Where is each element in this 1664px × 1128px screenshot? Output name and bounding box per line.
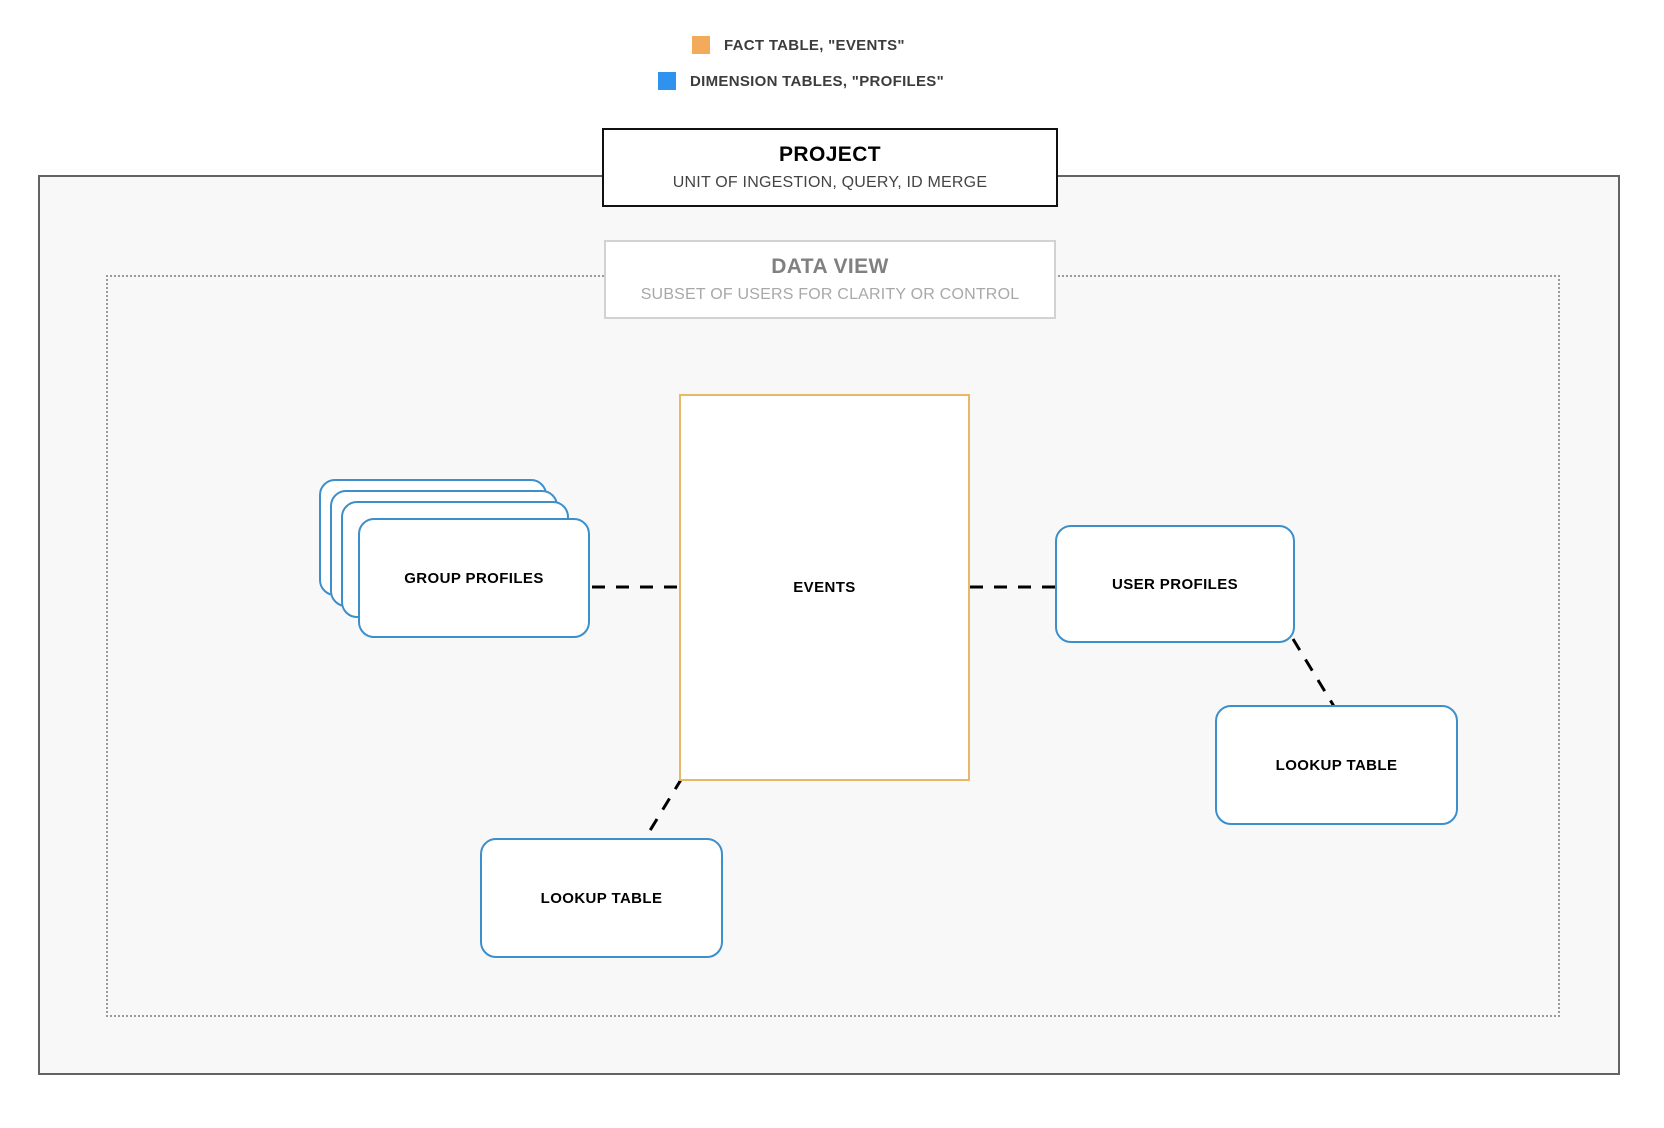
blue-square-swatch [658, 72, 676, 90]
project-label-box: PROJECT UNIT OF INGESTION, QUERY, ID MER… [602, 128, 1058, 207]
entity-events-label: EVENTS [793, 579, 856, 596]
orange-square-swatch [692, 36, 710, 54]
entity-user-profiles-label: USER PROFILES [1111, 575, 1239, 593]
data-view-title: DATA VIEW [771, 255, 889, 278]
project-subtitle: UNIT OF INGESTION, QUERY, ID MERGE [672, 174, 988, 191]
legend-item-fact-table: FACT TABLE, "EVENTS" [692, 36, 905, 54]
legend-label-fact-table: FACT TABLE, "EVENTS" [724, 36, 905, 54]
project-title: PROJECT [779, 143, 881, 166]
entity-lookup-table-right[interactable]: LOOKUP TABLE [1215, 705, 1458, 825]
entity-user-profiles[interactable]: USER PROFILES [1055, 525, 1295, 643]
entity-events[interactable]: EVENTS [679, 394, 970, 781]
legend-item-dimension-tables: DIMENSION TABLES, "PROFILES" [658, 72, 944, 90]
entity-lookup-table-right-label: LOOKUP TABLE [1275, 756, 1398, 774]
entity-lookup-table-left[interactable]: LOOKUP TABLE [480, 838, 723, 958]
entity-group-profiles[interactable]: GROUP PROFILES [358, 518, 590, 638]
legend-label-dimension-tables: DIMENSION TABLES, "PROFILES" [690, 72, 945, 90]
data-view-label-box: DATA VIEW SUBSET OF USERS FOR CLARITY OR… [604, 240, 1056, 319]
entity-lookup-table-left-label: LOOKUP TABLE [540, 889, 663, 907]
data-view-subtitle: SUBSET OF USERS FOR CLARITY OR CONTROL [640, 286, 1020, 303]
entity-group-profiles-label: GROUP PROFILES [404, 569, 544, 587]
